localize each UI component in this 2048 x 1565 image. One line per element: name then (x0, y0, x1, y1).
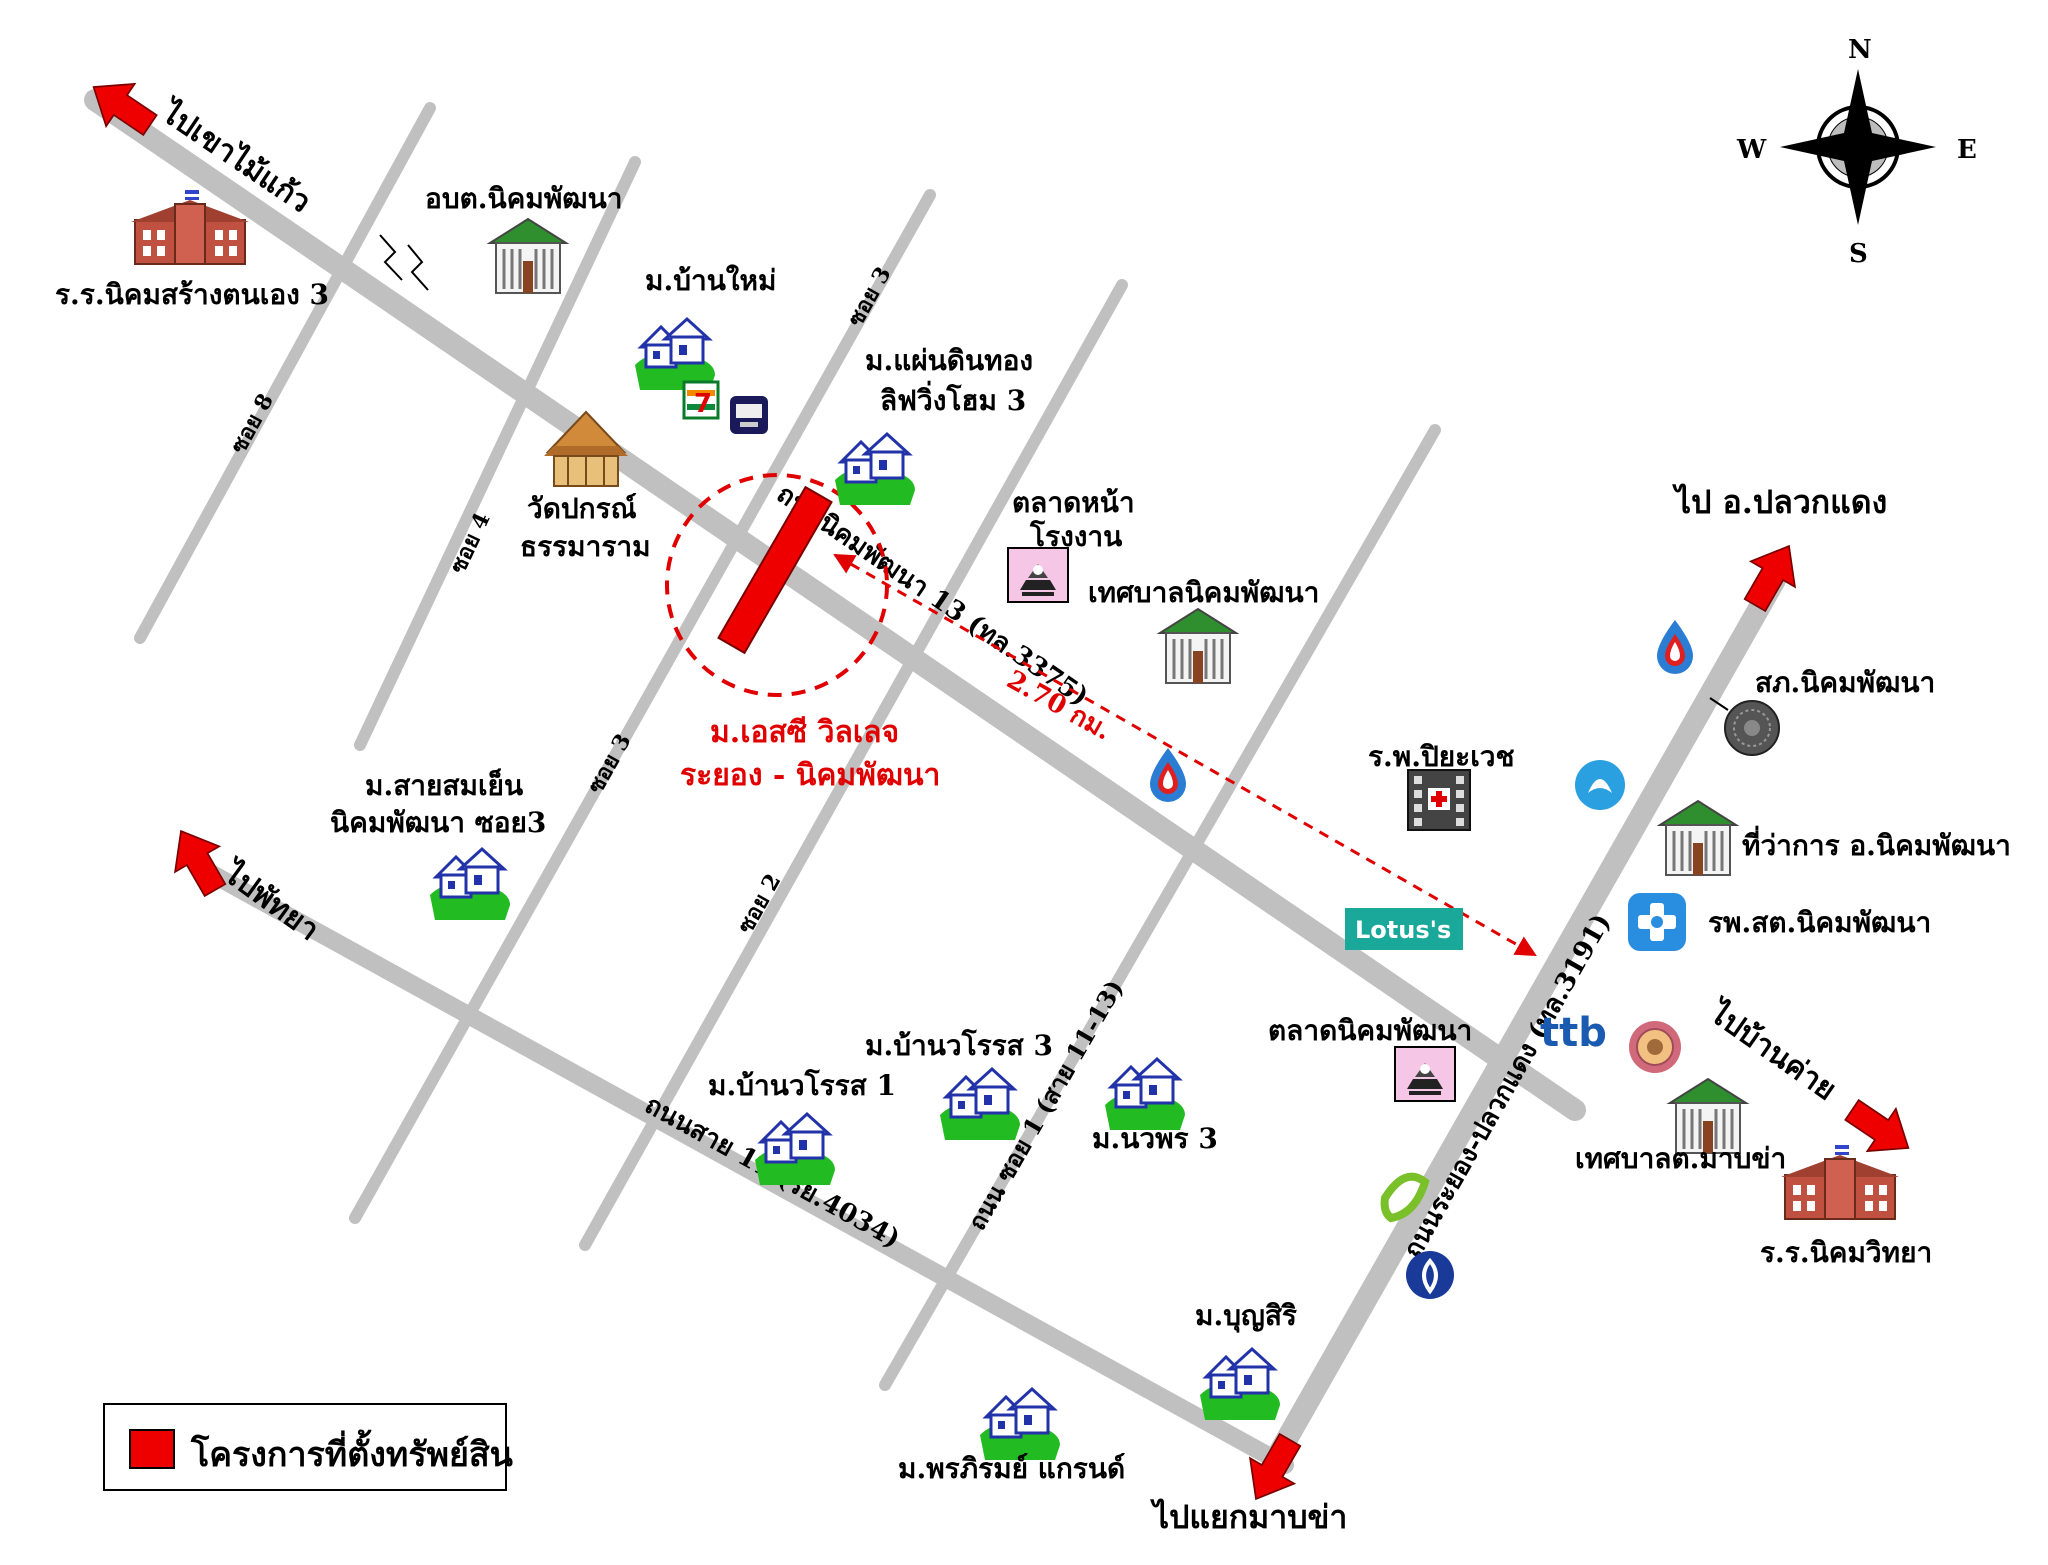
label-to-plukdaeng: ไป อ.ปลวกแดง (1672, 483, 1887, 521)
label-wat-2: ธรรมาราม (520, 530, 651, 563)
legend-label: โครงการที่ตั้งทรัพย์สิน (191, 1435, 513, 1475)
label-obt: อบต.นิคมพัฒนา (425, 182, 622, 215)
label-to-maptaphut: ไปแยกมาบข่า (1150, 1498, 1347, 1536)
house-icon (1198, 1347, 1282, 1422)
label-nikhom-school: ร.ร.นิคมวิทยา (1760, 1236, 1932, 1269)
road-break-mark (379, 234, 429, 291)
market-icon (1394, 1046, 1456, 1102)
arrow-to-banhkai (1836, 1088, 1924, 1171)
hospital-icon (1407, 769, 1471, 831)
market-icon (1007, 547, 1069, 603)
label-road-soi8: ซอย 8 (225, 389, 279, 458)
road-soi3 (349, 189, 936, 1224)
label-paendin-thong-2: ลิฟวิ่งโฮม 3 (880, 380, 1026, 417)
house-icon (753, 1112, 837, 1187)
government-building-icon (1658, 799, 1738, 877)
label-project-line2: ระยอง - นิคมพัฒนา (680, 758, 940, 793)
house-icon (633, 317, 717, 392)
label-hospital: ร.พ.ปิยะเวช (1368, 740, 1515, 773)
compass-s: S (1849, 239, 1868, 269)
label-police: สภ.นิคมพัฒนา (1755, 666, 1935, 699)
label-pornphirom: ม.พรภิรมย์ แกรนด์ (898, 1452, 1125, 1485)
house-icon (1103, 1057, 1187, 1132)
label-banworasorn1: ม.บ้านวโรรส 1 (708, 1068, 896, 1102)
school-icon (1780, 1144, 1900, 1220)
label-project-line1: ม.เอสซี วิลเลจ (710, 715, 899, 750)
gas-station-icon (1150, 748, 1186, 802)
government-building-icon (1158, 607, 1238, 685)
compass-w: W (1736, 135, 1767, 165)
label-saisom-2: นิคมพัฒนา ซอย3 (330, 806, 546, 839)
compass-e: E (1957, 135, 1977, 165)
bank-icon (1406, 1251, 1454, 1299)
map-legend: โครงการที่ตั้งทรัพย์สิน (103, 1403, 513, 1491)
compass-n: N (1848, 35, 1872, 65)
label-paendin-thong-1: ม.แผ่นดินทอง (865, 344, 1033, 377)
lotus-label: Lotus's (1355, 916, 1451, 944)
label-market-front-1: ตลาดหน้า (1012, 486, 1135, 519)
gas-station-icon (1657, 620, 1693, 674)
label-nawaporn3: ม.นวพร 3 (1092, 1122, 1218, 1155)
ttb-label: ttb (1540, 1010, 1607, 1056)
house-icon (938, 1067, 1022, 1142)
label-market-nikhom: ตลาดนิคมพัฒนา (1268, 1014, 1472, 1047)
label-school-3: ร.ร.นิคมสร้างตนเอง 3 (55, 278, 329, 311)
government-building-icon (488, 217, 568, 295)
distance-line (833, 553, 1537, 957)
label-wat-1: วัดปกรณ์ (527, 492, 637, 525)
label-maptaphut-municipality: เทศบาลต.มาบข่า (1575, 1142, 1786, 1175)
gas-station-icon (1380, 1172, 1430, 1223)
road-soi8 (134, 102, 436, 644)
house-icon (833, 432, 917, 507)
label-boonsiri: ม.บุญสิริ (1195, 1299, 1297, 1333)
house-icon (428, 847, 512, 922)
bank-icon (1575, 760, 1625, 810)
project-site-marker (717, 485, 833, 655)
label-saisom-1: ม.สายสมเย็น (365, 768, 523, 802)
ttb-logo: ttb (1540, 1010, 1607, 1056)
seal-icon (1629, 1021, 1681, 1073)
compass-rose (1780, 69, 1936, 225)
lotus-logo: Lotus's (1345, 908, 1463, 950)
health-center-icon (1628, 893, 1686, 951)
label-ban-mai: ม.บ้านใหม่ (645, 264, 776, 297)
label-municipality: เทศบาลนิคมพัฒนา (1088, 576, 1319, 609)
road-rayong-plukdaeng (1264, 569, 1786, 1471)
label-road-soi3-left: ซอย 3 (583, 729, 637, 798)
temple-icon (544, 410, 628, 487)
label-market-front-2: โรงงาน (1029, 519, 1122, 553)
label-road-soi3-top: ซอย 3 (843, 262, 897, 331)
atm-icon (730, 396, 768, 434)
road-main (84, 89, 1586, 1121)
house-icon (978, 1387, 1062, 1462)
road-sai11 (196, 861, 1294, 1474)
label-district-office: ที่ว่าการ อ.นิคมพัฒนา (1742, 825, 2011, 862)
legend-swatch (129, 1429, 175, 1469)
seven-eleven-icon: 7 (682, 380, 720, 420)
police-badge-icon (1709, 697, 1780, 756)
seven-eleven-label: 7 (694, 389, 712, 419)
label-banworasorn3: ม.บ้านวโรรส 3 (865, 1028, 1053, 1062)
road-soi4 (354, 156, 641, 751)
label-to-pattaya: ไปพัทยา (215, 854, 326, 948)
label-health-center: รพ.สต.นิคมพัฒนา (1708, 906, 1931, 939)
